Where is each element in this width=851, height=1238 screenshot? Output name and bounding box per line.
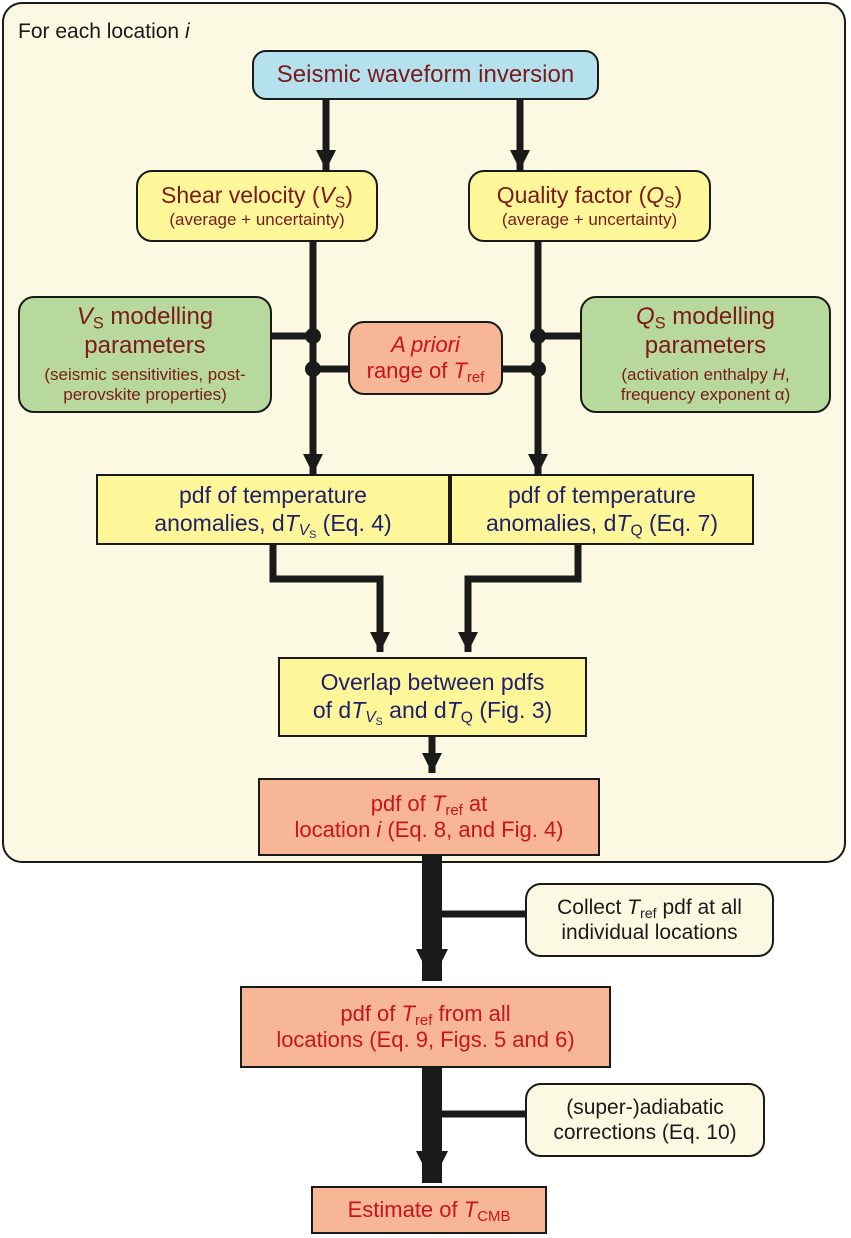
qs-modelling-parameters-box: QS modelling parameters (activation enth… xyxy=(580,296,831,413)
shear-velocity-note: (average + uncertainty) xyxy=(169,209,345,229)
a-priori-label: A priori xyxy=(391,331,460,357)
arrow-pdf-vs-to-overlap xyxy=(269,543,390,652)
overlap-line2: of dTVS and dTQ (Fig. 3) xyxy=(312,697,553,729)
corrections-note-line2: corrections (Eq. 10) xyxy=(553,1121,737,1144)
seismic-waveform-inversion-box: Seismic waveform inversion xyxy=(252,50,599,100)
junction-collect xyxy=(422,904,442,924)
pdf-tref-all-box: pdf of Tref from all locations (Eq. 9, F… xyxy=(240,986,611,1068)
vs-modelling-parameters-box: VS modelling parameters (seismic sensiti… xyxy=(18,296,272,413)
junction-qs-params xyxy=(530,328,546,344)
junction-vs-params xyxy=(305,328,321,344)
shear-velocity-box: Shear velocity (VS) (average + uncertain… xyxy=(136,170,378,242)
tref-range-label: range of Tref xyxy=(366,358,485,387)
pdf-tref-all-line1: pdf of Tref from all xyxy=(340,1000,511,1029)
junction-qs-tref xyxy=(530,361,546,377)
quality-factor-note: (average + uncertainty) xyxy=(501,209,678,229)
vs-modelling-title: VS modelling xyxy=(76,303,214,333)
corrections-note-box: (super-)adiabatic corrections (Eq. 10) xyxy=(525,1083,765,1157)
collect-note-line1: Collect Tref pdf at all xyxy=(557,895,742,922)
shear-velocity-label: Shear velocity (VS) xyxy=(161,182,353,212)
collect-note-box: Collect Tref pdf at all individual locat… xyxy=(525,883,774,957)
pdf-dt-q-line1: pdf of temperature xyxy=(508,481,696,508)
overlap-line1: Overlap between pdfs xyxy=(320,669,545,696)
pdf-dt-vs-line1: pdf of temperature xyxy=(179,481,367,508)
junction-corrections xyxy=(422,1104,442,1124)
pdf-tref-all-line2: locations (Eq. 9, Figs. 5 and 6) xyxy=(276,1027,575,1052)
frame-caption: For each location i xyxy=(18,20,190,43)
corrections-note-line1: (super-)adiabatic xyxy=(566,1095,724,1119)
qs-modelling-title: QS modelling xyxy=(636,303,775,333)
pdf-dt-vs-box: pdf of temperature anomalies, dTVS (Eq. … xyxy=(96,474,450,545)
seismic-waveform-inversion-label: Seismic waveform inversion xyxy=(276,60,575,88)
junction-vs-tref xyxy=(305,361,321,377)
pdf-dt-q-box: pdf of temperature anomalies, dTQ (Eq. 7… xyxy=(450,474,754,545)
qs-modelling-subtitle: parameters xyxy=(644,332,767,360)
quality-factor-box: Quality factor (QS) (average + uncertain… xyxy=(468,170,711,242)
vs-modelling-subtitle: parameters xyxy=(84,332,206,360)
vs-modelling-details: (seismic sensitivities, post-perovskite … xyxy=(44,364,246,405)
pdf-dt-vs-line2: anomalies, dTVS (Eq. 4) xyxy=(154,509,392,541)
estimate-tcmb-box: Estimate of TCMB xyxy=(311,1186,547,1234)
estimate-tcmb-label: Estimate of TCMB xyxy=(347,1196,511,1225)
pdf-tref-location-line1: pdf of Tref at xyxy=(370,790,488,819)
pdf-tref-location-line2: location i (Eq. 8, and Fig. 4) xyxy=(294,817,564,842)
pdf-tref-location-box: pdf of Tref at location i (Eq. 8, and Fi… xyxy=(258,778,600,856)
overlap-box: Overlap between pdfs of dTVS and dTQ (Fi… xyxy=(278,657,587,737)
a-priori-tref-box: A priori range of Tref xyxy=(348,321,503,395)
pdf-dt-q-line2: anomalies, dTQ (Eq. 7) xyxy=(485,509,719,539)
arrow-pdf-q-to-overlap xyxy=(458,543,582,652)
qs-modelling-details: (activation enthalpy H, frequency expone… xyxy=(620,364,791,405)
quality-factor-label: Quality factor (QS) xyxy=(496,182,683,212)
collect-note-line2: individual locations xyxy=(561,921,738,944)
